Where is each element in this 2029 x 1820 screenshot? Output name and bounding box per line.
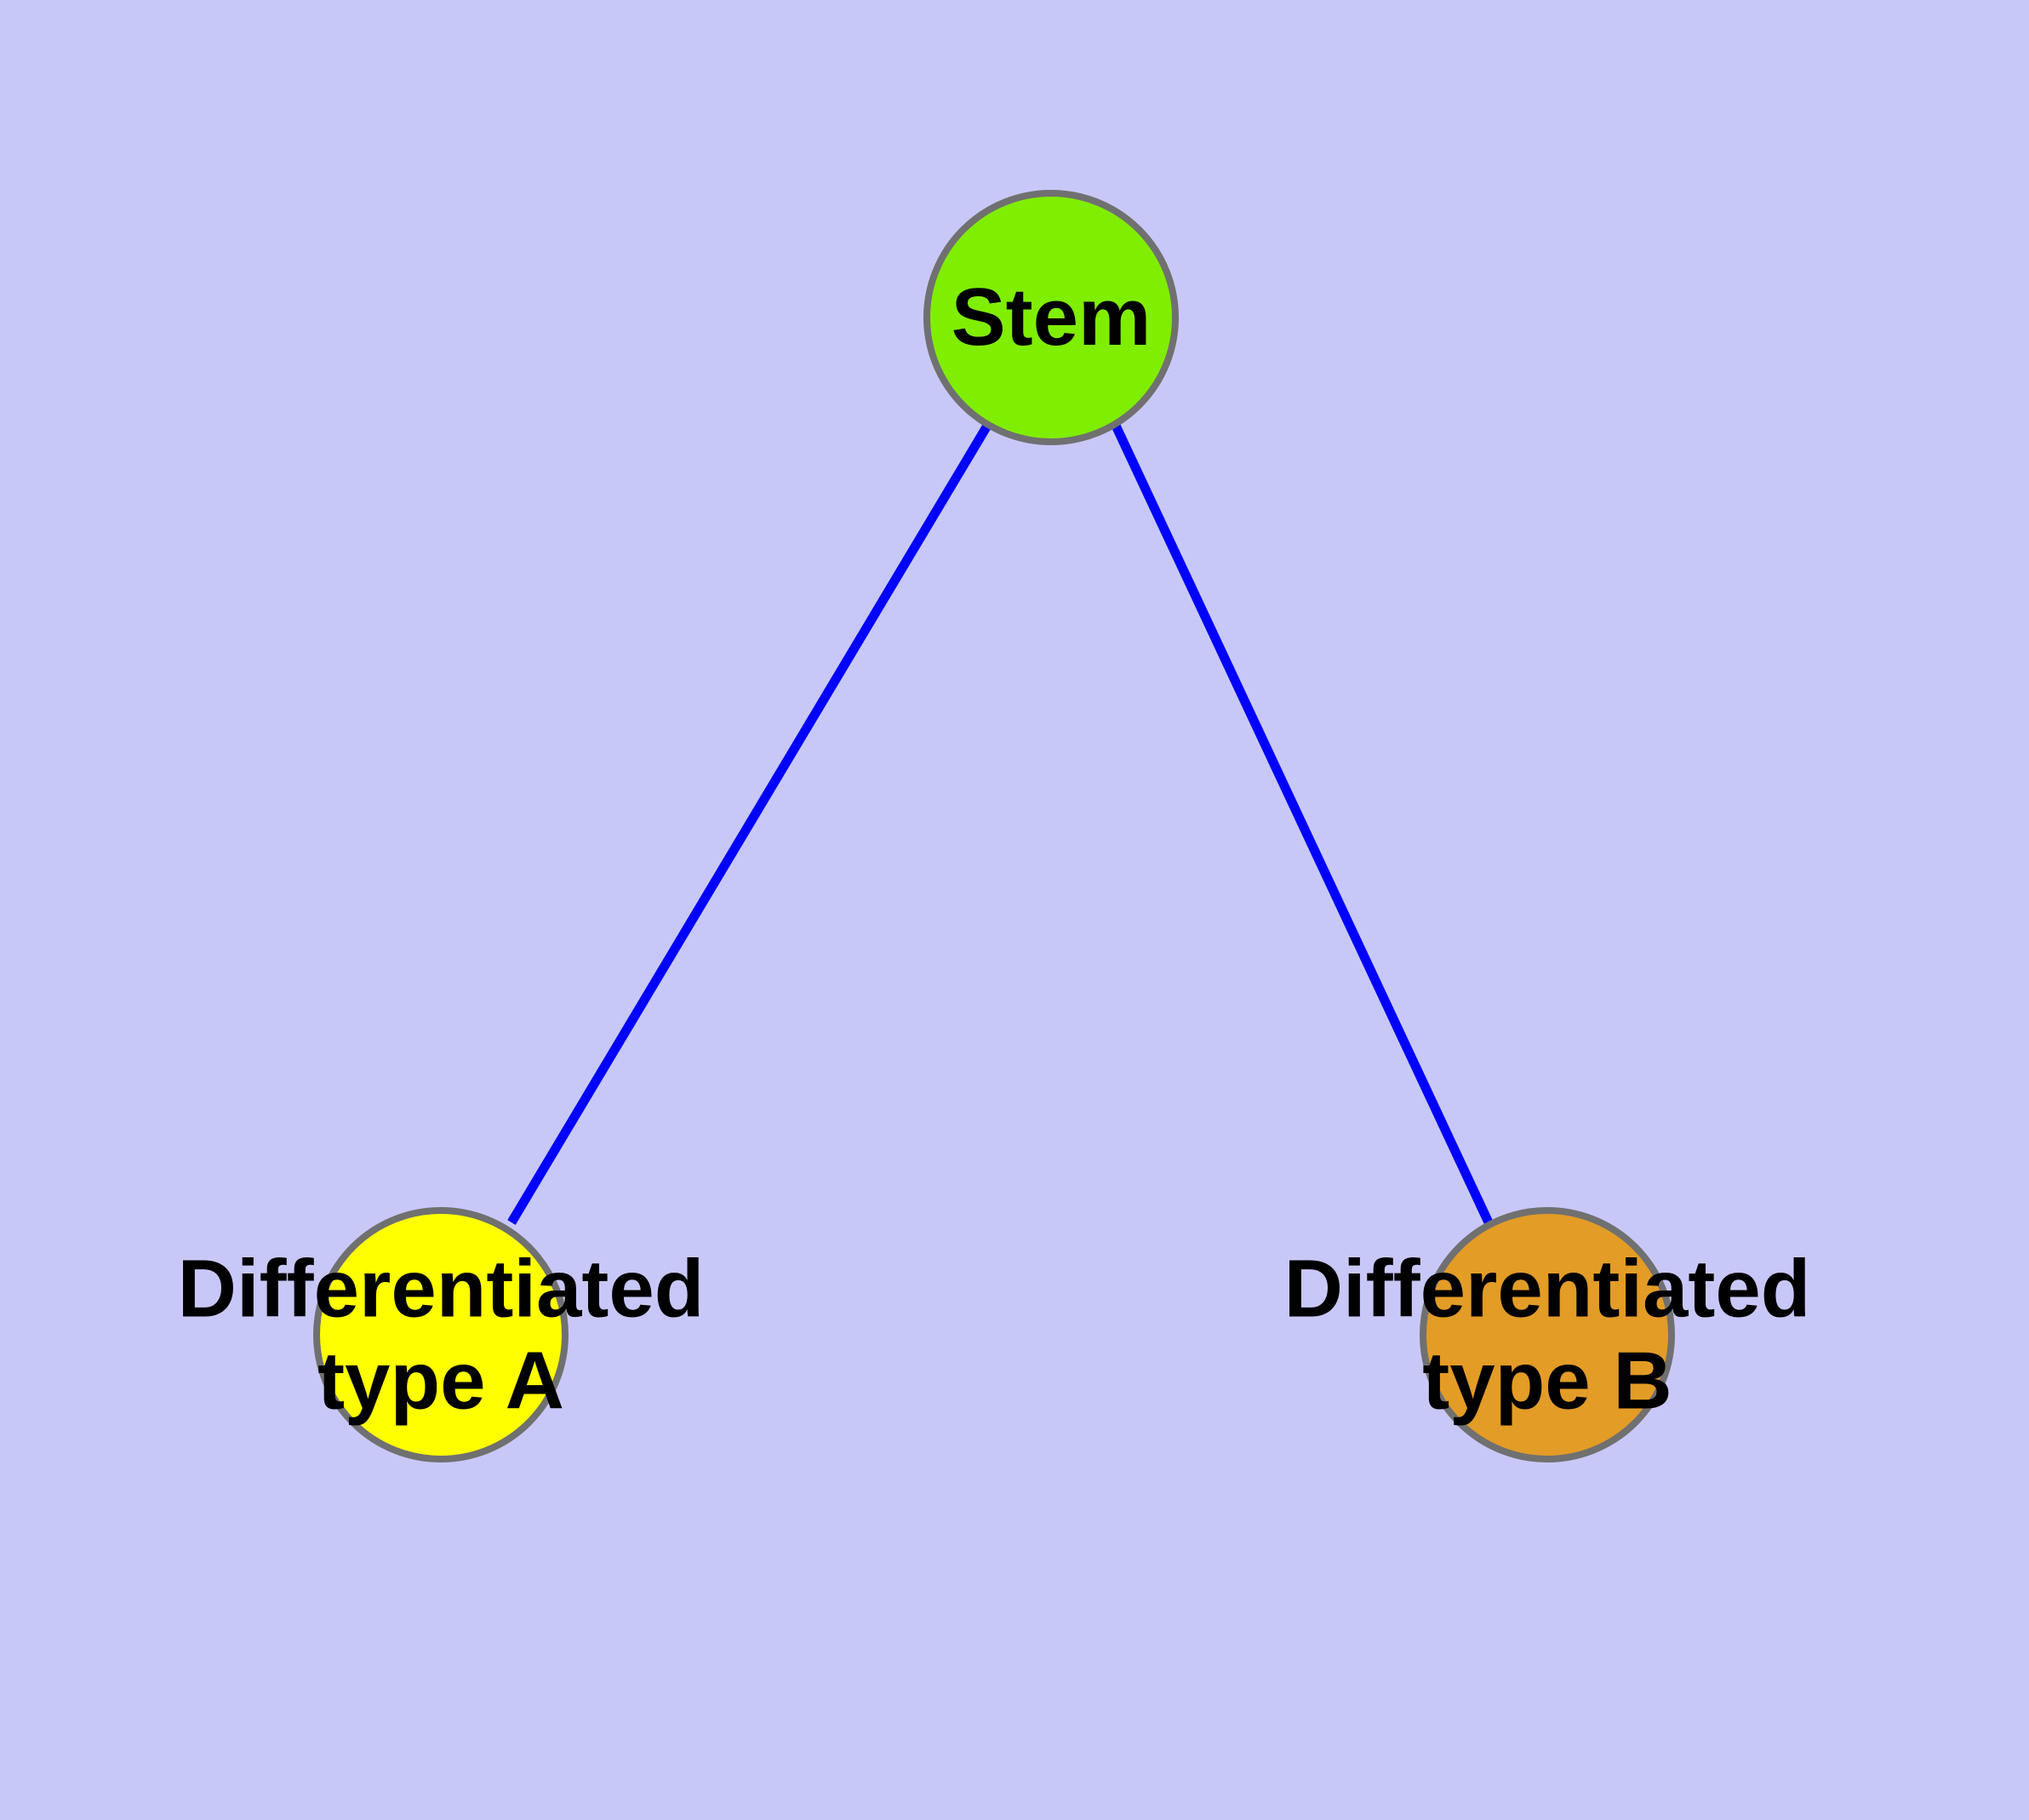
edge-stem-to-diff-b <box>1112 423 1493 1225</box>
edges-group <box>507 423 1493 1225</box>
edge-stem-to-diff-a <box>507 423 992 1225</box>
node-diff-a[interactable] <box>313 1207 569 1462</box>
node-stem[interactable] <box>923 190 1179 445</box>
nodes-group <box>313 190 1675 1462</box>
node-diff-b[interactable] <box>1420 1207 1675 1462</box>
